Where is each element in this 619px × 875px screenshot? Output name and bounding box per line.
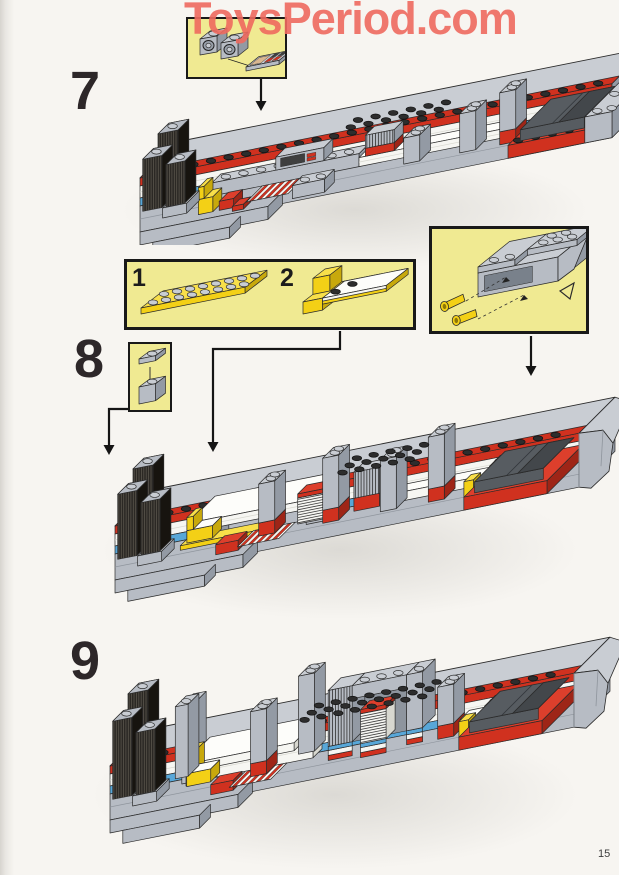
stacked-bricks-icon	[138, 347, 166, 405]
headlight-bricks-icon	[199, 27, 285, 72]
part-1-label: 1	[132, 264, 146, 292]
page-number: 15	[598, 848, 611, 860]
step-9-ship-illustration	[109, 636, 619, 844]
watermark: ToysPeriod.com	[184, 0, 518, 44]
step-8-stack-box	[128, 342, 172, 412]
scan-edge	[0, 0, 14, 875]
step-8-bow-inset-box	[429, 226, 589, 334]
step-7-inset-box	[186, 17, 287, 79]
parts-illustration	[140, 265, 409, 315]
step-8-number: 8	[74, 329, 105, 389]
step-9-number: 9	[70, 631, 101, 691]
step-8-parts-box	[124, 259, 416, 330]
part-2-label: 2	[280, 264, 294, 292]
bow-piece-icon	[440, 229, 586, 326]
step-7-number: 7	[70, 61, 101, 121]
step-7-ship-illustration	[139, 52, 619, 245]
step-8-ship-illustration	[114, 396, 619, 602]
